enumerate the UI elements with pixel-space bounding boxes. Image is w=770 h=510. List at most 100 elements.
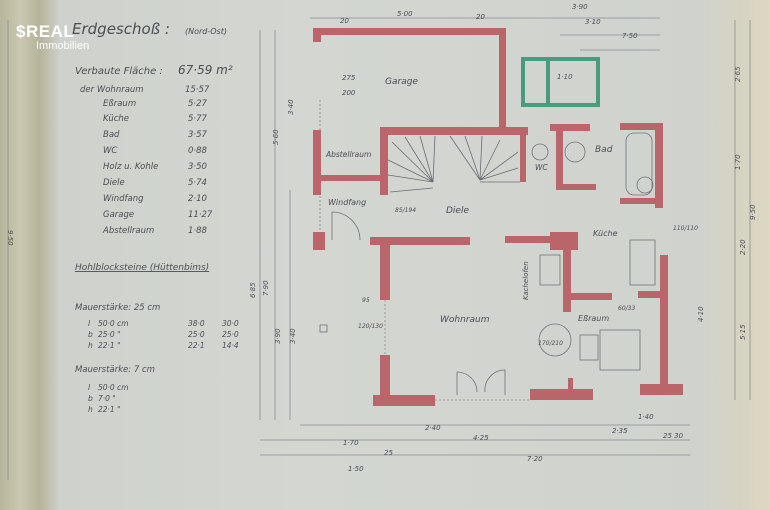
area-name: der Wohnraum [80,85,144,95]
dim-value: 25·0 [188,330,205,339]
area-name: Küche [103,114,129,124]
dim-label: 5·15 [739,324,747,340]
wall25-label: Mauerstärke: 25 cm [75,303,160,313]
logo-subtitle: Immobilien [36,40,90,52]
area-value: 15·57 [185,85,210,95]
dim-value: 14·4 [222,341,239,350]
walls [313,28,683,406]
area-value: 5·77 [188,114,208,124]
area-name: Diele [103,178,125,188]
room-garage: Garage [385,77,418,87]
dim-key: h [88,405,93,414]
dim-label: 1·70 [734,154,742,170]
dim-value: 25·0 " [98,330,121,339]
dim-label: 7·50 [622,32,638,40]
kachelofen-label: Kachelofen [522,261,530,300]
dim-label: 2·40 [425,424,441,432]
dim-label: 5·00 [397,10,413,18]
area-value: 2·10 [188,194,207,204]
area-value: 3·50 [188,162,207,172]
area-name: Eßraum [103,99,136,109]
area-name: Abstellraum [102,226,154,236]
area-value: 5·74 [188,178,207,188]
area-list: der Wohnraum 15·57 Eßraum 5·27 Küche 5·77 B… [80,85,213,236]
area-name: Windfang [103,194,144,204]
room-essraum: Eßraum [578,314,609,323]
dim-label: 2·65 [734,66,742,82]
garage-door-width: 275 [342,74,356,82]
dimension-labels: 5·00 3·90 3·10 7·50 20 20 2·65 1·70 9·50… [6,3,757,473]
material-title: Hohlblocksteine (Hüttenbims) [75,263,209,273]
dim-label: 4·25 [473,434,489,442]
dim-label: 7·20 [527,455,543,463]
dim-value: 25·0 [222,330,239,339]
garage-door-height: 200 [342,89,356,97]
dim-label: 25 [384,449,393,457]
dim-label: 2·35 [612,427,628,435]
dim-label: 9·50 [749,204,757,220]
dim-label: 3·90 [274,328,282,344]
dim-label: 2·20 [739,239,747,255]
dim-key: l [88,383,91,392]
dim-key: l [88,319,91,328]
dim-value: 30·0 [222,319,239,328]
area-value: 5·27 [188,99,208,109]
area-label: Verbaute Fläche : [75,66,163,77]
area-name: Holz u. Kohle [103,162,158,172]
dim-label: 3·40 [287,99,295,115]
area-name: WC [103,146,117,156]
dim-label: 7·90 [262,280,270,296]
dim-key: h [88,341,93,350]
dim-label: 20 [476,13,485,21]
fixtures [319,132,656,395]
skylight [521,57,600,107]
dim-value: 50·0 cm [98,319,129,328]
door-dim: 170/210 [538,340,563,347]
dim-label: 6·85 [249,282,257,298]
area-total: 67·59 m² [178,63,233,77]
plan-subtitle: (Nord-Ost) [185,27,227,36]
room-kueche: Küche [593,229,618,238]
skylight-dim: 1·10 [557,73,573,81]
area-name: Bad [103,130,120,140]
room-bad: Bad [595,145,613,155]
wall7-label: Mauerstärke: 7 cm [75,365,155,375]
room-wc: WC [535,163,548,172]
room-labels: Garage 275 200 Abstellraum Windfang Diel… [325,73,618,325]
dim-label: 20 [340,17,349,25]
dim-label: 4·10 [697,306,705,322]
door-dim: 60/33 [618,305,635,312]
dim-value: 7·0 " [98,394,116,403]
area-name: Garage [103,210,134,220]
dimension-lines [7,17,751,480]
dim-label: 1·40 [638,413,654,421]
plan-title: Erdgeschoß : [72,20,170,38]
dim-label: 9·50 [6,230,14,246]
room-abstellraum: Abstellraum [325,150,371,159]
dim-value: 22·1 [188,341,205,350]
room-windfang: Windfang [328,198,366,207]
area-value: 1·88 [188,226,208,236]
dim-value: 22·1 " [98,341,121,350]
room-wohnraum: Wohnraum [440,315,490,325]
dim-label: 5·60 [272,129,280,145]
dim-label: 25 30 [663,432,684,440]
dim-label: 3·40 [289,328,297,344]
logo-brand: $REAL [16,22,75,41]
window-dim: 110/110 [673,225,698,232]
dim-value: 22·1 " [98,405,121,414]
room-diele: Diele [446,206,469,216]
dim-label: 1·70 [343,439,359,447]
area-value: 3·57 [188,130,208,140]
dim-key: b [88,394,93,403]
window-dim: 120/130 [358,323,383,330]
dim-key: b [88,330,93,339]
door-dim: 85/194 [395,207,416,214]
area-value: 0·88 [188,146,208,156]
dim-label: 3·90 [572,3,588,11]
staircase [387,135,520,193]
